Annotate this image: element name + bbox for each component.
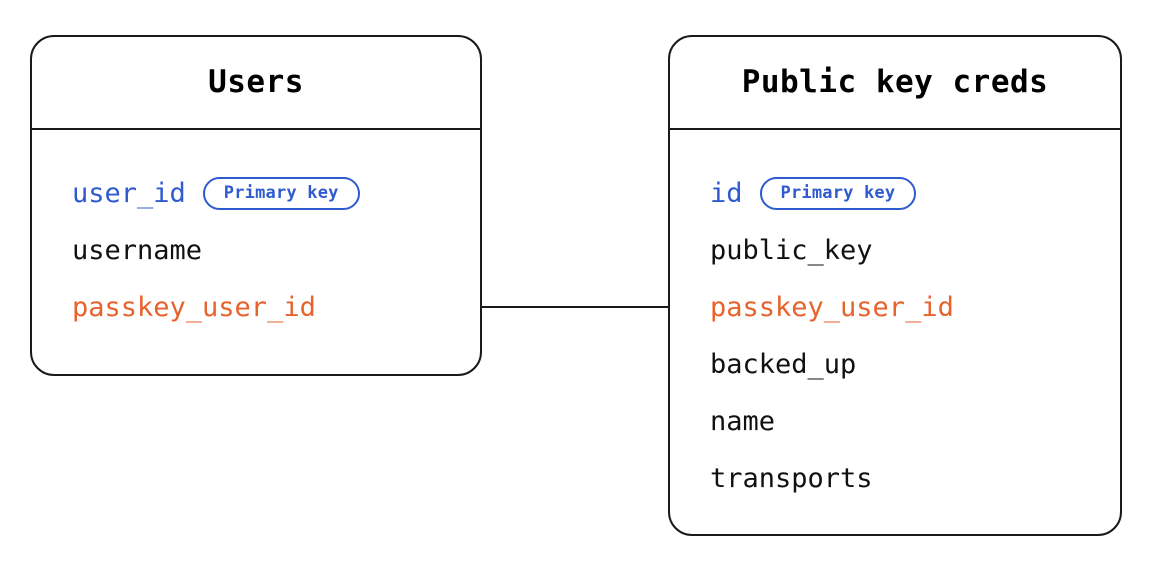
field-row-transports[interactable]: transports <box>710 450 1120 507</box>
field-row-backed-up[interactable]: backed_up <box>710 336 1120 393</box>
primary-key-badge-label: Primary key <box>780 183 896 203</box>
field-row-name[interactable]: name <box>710 393 1120 450</box>
entity-field-list-users: user_id Primary key username passkey_use… <box>32 130 480 336</box>
primary-key-badge-label: Primary key <box>223 183 339 203</box>
field-row-passkey-user-id[interactable]: passkey_user_id <box>72 279 480 336</box>
field-name-user-id: user_id <box>72 178 186 209</box>
entity-field-list-public-key-creds: id Primary key public_key passkey_user_i… <box>670 130 1120 507</box>
primary-key-badge: Primary key <box>202 177 360 210</box>
field-name-public-key: public_key <box>710 235 873 266</box>
field-name-passkey-user-id: passkey_user_id <box>710 292 954 323</box>
field-name-username: username <box>72 235 203 266</box>
field-row-id[interactable]: id Primary key <box>710 165 1120 222</box>
field-row-public-key[interactable]: public_key <box>710 222 1120 279</box>
field-name-id: id <box>710 178 743 209</box>
field-name-backed-up: backed_up <box>710 349 857 380</box>
field-row-username[interactable]: username <box>72 222 480 279</box>
field-name-passkey-user-id: passkey_user_id <box>72 292 316 323</box>
field-row-passkey-user-id[interactable]: passkey_user_id <box>710 279 1120 336</box>
entity-header-users: Users <box>32 37 480 130</box>
relationship-connector-line <box>480 306 670 308</box>
entity-box-users[interactable]: Users user_id Primary key username passk… <box>30 35 482 376</box>
entity-box-public-key-creds[interactable]: Public key creds id Primary key public_k… <box>668 35 1122 536</box>
entity-title-users: Users <box>208 64 304 100</box>
primary-key-badge: Primary key <box>759 177 917 210</box>
field-name-transports: transports <box>710 463 873 494</box>
field-row-user-id[interactable]: user_id Primary key <box>72 165 480 222</box>
field-name-name: name <box>710 406 776 437</box>
entity-header-public-key-creds: Public key creds <box>670 37 1120 130</box>
entity-title-public-key-creds: Public key creds <box>741 64 1049 100</box>
